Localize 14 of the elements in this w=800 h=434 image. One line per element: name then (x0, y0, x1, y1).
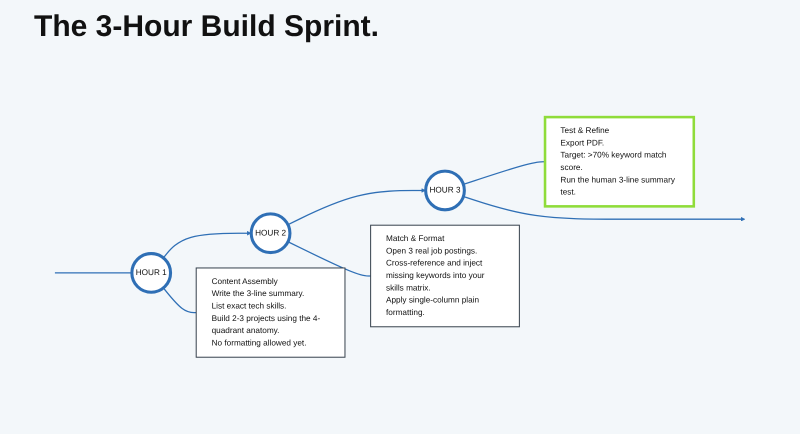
arrow (463, 196, 746, 222)
title: The 3-Hour Build Sprint. (34, 10, 380, 44)
connector (288, 241, 371, 276)
node-box: Content Assembly Write the 3-line summary. List exact tech skills. Build 2-3 projects using the 4-quadrant anatomy. No formatting allowed yet. (196, 267, 346, 358)
arrow (288, 188, 426, 226)
node-circle: HOUR 1 (130, 252, 172, 294)
node-box: Match & Format Open 3 real job postings. Cross-reference and inject missing keywords into your skills matrix. Apply single-column plain formatting. (370, 224, 520, 328)
node-circle: HOUR 2 (250, 212, 292, 254)
connector (463, 160, 546, 185)
node-box: Test & Refine Export PDF. Target: >70% keyword match score. Run the human 3-line summary test. (544, 116, 696, 208)
connector (54, 272, 132, 274)
node-circle: HOUR 3 (424, 169, 466, 212)
arrow (162, 230, 252, 258)
connector (162, 287, 196, 314)
